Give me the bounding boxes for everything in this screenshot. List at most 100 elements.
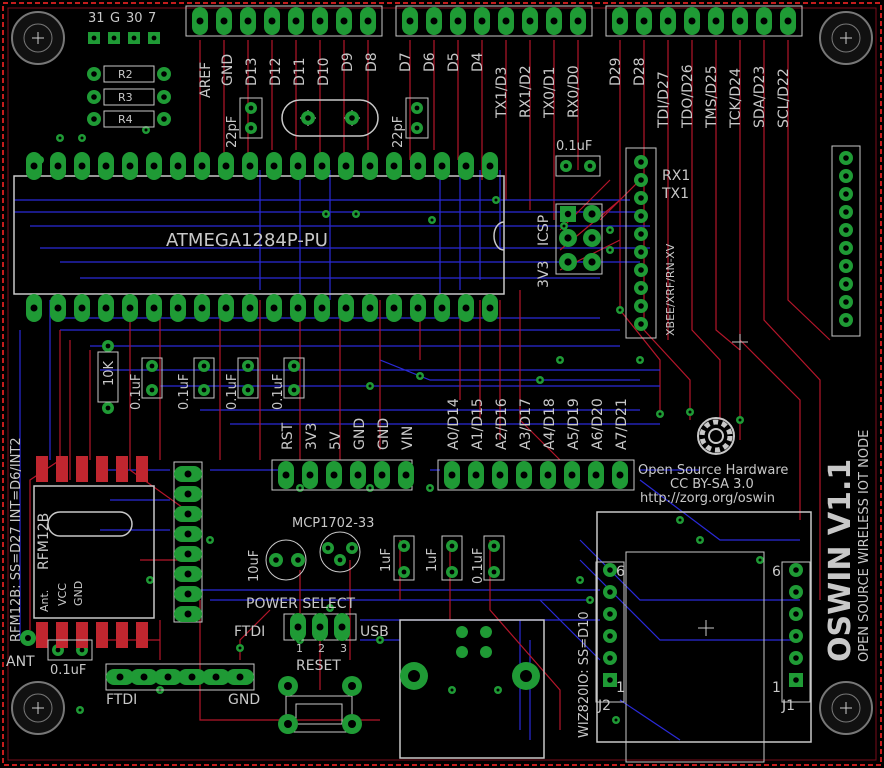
cap-label: 0.1uF: [556, 139, 592, 154]
pad-hole: [222, 162, 230, 170]
cap-label: 22pF: [391, 116, 406, 148]
pin-label: VIN: [400, 426, 416, 450]
pad-hole: [342, 304, 350, 312]
header-top-left-labels: AREF GND D13 D12 D11 D10 D9 D8: [198, 52, 380, 98]
pad-hole: [607, 611, 613, 617]
via-hole: [80, 136, 84, 140]
board-title: OSWIN V1.1: [823, 459, 858, 662]
power-select-pin: 1: [296, 642, 303, 655]
pad-hole: [688, 17, 696, 25]
smd-pad: [76, 622, 88, 648]
pad-hole: [664, 17, 672, 25]
smd-pad: [76, 456, 88, 482]
pad-hole: [550, 17, 558, 25]
via-hole: [658, 412, 662, 416]
ftdi-header: [105, 663, 255, 691]
pad-hole: [564, 258, 572, 266]
pin-label: SCL/D22: [776, 68, 792, 128]
wiz-pin-label: 1: [772, 680, 781, 696]
pad-hole: [184, 470, 192, 478]
via-hole: [428, 486, 432, 490]
pad-hole: [294, 304, 302, 312]
pad-hole: [198, 304, 206, 312]
resistor-10k: 10K: [97, 351, 119, 403]
regulator-cap-3: 0.1uF: [471, 535, 505, 584]
pad-hole: [607, 567, 613, 573]
header-outline: [605, 5, 803, 37]
pad-hole: [273, 557, 279, 563]
pad-hole: [638, 321, 644, 327]
pad-hole: [150, 162, 158, 170]
via-hole: [738, 418, 742, 422]
pad-hole: [587, 163, 593, 169]
via-hole: [678, 518, 682, 522]
header-label: G: [110, 11, 120, 26]
cap-label: 0.1uF: [471, 548, 486, 584]
pad-hole: [201, 387, 207, 393]
decoupling-cap-4: 0.1uF: [271, 357, 305, 410]
pad-hole: [305, 115, 311, 121]
via-hole: [538, 378, 542, 382]
via-hole: [588, 598, 592, 602]
pad-hole: [161, 71, 167, 77]
power-select-label: POWER SELECT: [246, 596, 355, 612]
pad-hole: [588, 234, 596, 242]
via-hole: [618, 308, 622, 312]
pad-hole: [222, 304, 230, 312]
pad-hole: [414, 304, 422, 312]
pad-hole: [291, 387, 297, 393]
pad-hole: [793, 589, 799, 595]
smd-pad: [56, 622, 68, 648]
pad-hole: [349, 115, 355, 121]
power-select-jumper[interactable]: [283, 613, 357, 641]
via-hole: [608, 228, 612, 232]
pad-hole: [184, 490, 192, 498]
pad-hole: [638, 303, 644, 309]
header-label: 30: [126, 11, 143, 26]
via-hole: [558, 358, 562, 362]
pad-hole: [449, 543, 455, 549]
pad-hole: [54, 162, 62, 170]
cap-label: 0.1uF: [177, 374, 192, 410]
power-select-pin: 3: [340, 642, 347, 655]
pin-label: AREF: [198, 62, 214, 98]
crystal-cap-right: 22pF: [391, 97, 429, 148]
top-left-header: 31 G 30 7: [88, 11, 160, 44]
via-hole: [148, 578, 152, 582]
header-top-mid-labels: D7 D6 D5 D4 TX1/D3 RX1/D2 TX0/D1 RX0/D0: [398, 52, 582, 119]
oshw-line2: CC BY-SA 3.0: [670, 477, 754, 492]
pin-label: GND: [376, 418, 392, 450]
pad-hole: [295, 557, 301, 563]
pad-hole: [330, 471, 338, 479]
pad-hole: [196, 17, 204, 25]
pad-hole: [638, 159, 644, 165]
pad-hole: [414, 125, 420, 131]
trace: [619, 40, 721, 420]
via-hole: [368, 486, 372, 490]
pad-hole: [401, 543, 407, 549]
oshw-line3: http://zorg.org/oswin: [640, 491, 775, 506]
pad-hole: [149, 363, 155, 369]
reset-button[interactable]: [278, 676, 362, 734]
pin-label: D11: [292, 57, 308, 86]
pin-label: D9: [340, 52, 356, 72]
mounting-hole-tr: [819, 11, 873, 65]
regulator-cap-2: 1uF: [425, 535, 463, 581]
via-hole: [450, 688, 454, 692]
pad-hole: [843, 155, 849, 161]
cap-label: 10uF: [247, 550, 262, 582]
via-hole: [328, 606, 332, 610]
pad-hole: [116, 673, 124, 681]
pad-hole: [349, 545, 355, 551]
pad-hole: [366, 162, 374, 170]
pad-hole: [184, 590, 192, 598]
wiz-side-label: WIZ820IO: SS=D10: [577, 611, 592, 738]
pad-hole: [126, 162, 134, 170]
pad-hole: [161, 116, 167, 122]
pad-hole: [316, 623, 324, 631]
pad-hole: [91, 35, 97, 41]
pad-hole: [402, 471, 410, 479]
pad-hole: [472, 471, 480, 479]
pad-hole: [364, 17, 372, 25]
smd-pad: [96, 456, 108, 482]
